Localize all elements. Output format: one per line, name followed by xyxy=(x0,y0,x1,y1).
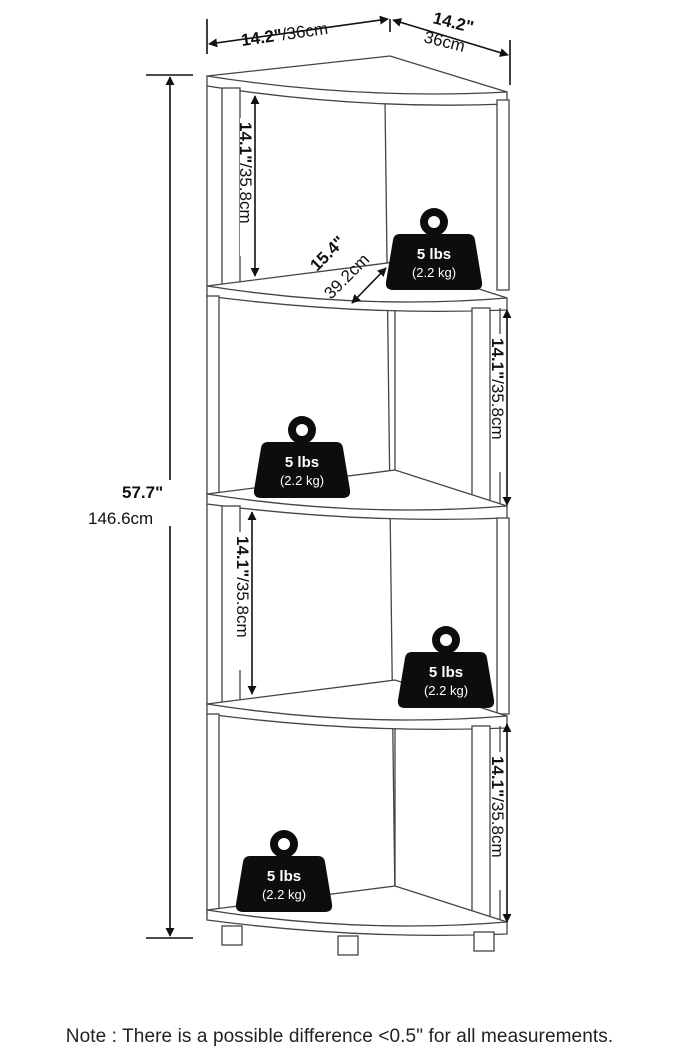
shelf-foot xyxy=(473,931,495,952)
measurement-note: Note : There is a possible difference <0… xyxy=(65,1026,614,1047)
load-weight: 5 lbs xyxy=(267,868,301,885)
total-height-inches: 57.7" xyxy=(122,483,163,502)
shelf-post xyxy=(206,295,220,497)
spacing-label: 14.1"/35.8cm xyxy=(236,122,255,224)
load-metric: (2.2 kg) xyxy=(412,265,456,280)
shelf-post xyxy=(471,307,491,507)
load-weight: 5 lbs xyxy=(417,246,451,263)
shelf-foot xyxy=(221,925,243,946)
weight-icon: 5 lbs (2.2 kg) xyxy=(385,208,483,290)
shelf-third xyxy=(206,469,508,521)
spacing-label: 14.1"/35.8cm xyxy=(233,536,252,638)
load-weight: 5 lbs xyxy=(429,664,463,681)
total-height-cm: 146.6cm xyxy=(88,509,153,528)
depth-arrow xyxy=(351,267,387,304)
shelf-post xyxy=(496,517,510,715)
top-width-right-arrow xyxy=(392,18,509,57)
top-width-left-label: 14.2"/36cm xyxy=(240,19,329,50)
shelf-foot xyxy=(337,935,359,956)
shelf-bottom xyxy=(206,885,508,937)
load-metric: (2.2 kg) xyxy=(262,887,306,902)
spacing-label: 14.1"/35.8cm xyxy=(488,756,507,858)
shelf-top xyxy=(206,55,508,106)
weight-icon: 5 lbs (2.2 kg) xyxy=(253,416,351,498)
shelf-post xyxy=(206,713,220,915)
load-metric: (2.2 kg) xyxy=(424,683,468,698)
load-weight: 5 lbs xyxy=(285,454,319,471)
weight-icon: 5 lbs (2.2 kg) xyxy=(235,830,333,912)
weight-icon: 5 lbs (2.2 kg) xyxy=(397,626,495,708)
spacing-labels: 14.1"/35.8cm 14.1"/35.8cm 14.1"/35.8cm 1… xyxy=(233,118,507,890)
top-width-left-arrow xyxy=(208,15,389,48)
shelf-post xyxy=(496,99,510,291)
shelf-post xyxy=(471,725,491,925)
spacing-label: 14.1"/35.8cm xyxy=(488,338,507,440)
load-metric: (2.2 kg) xyxy=(280,473,324,488)
